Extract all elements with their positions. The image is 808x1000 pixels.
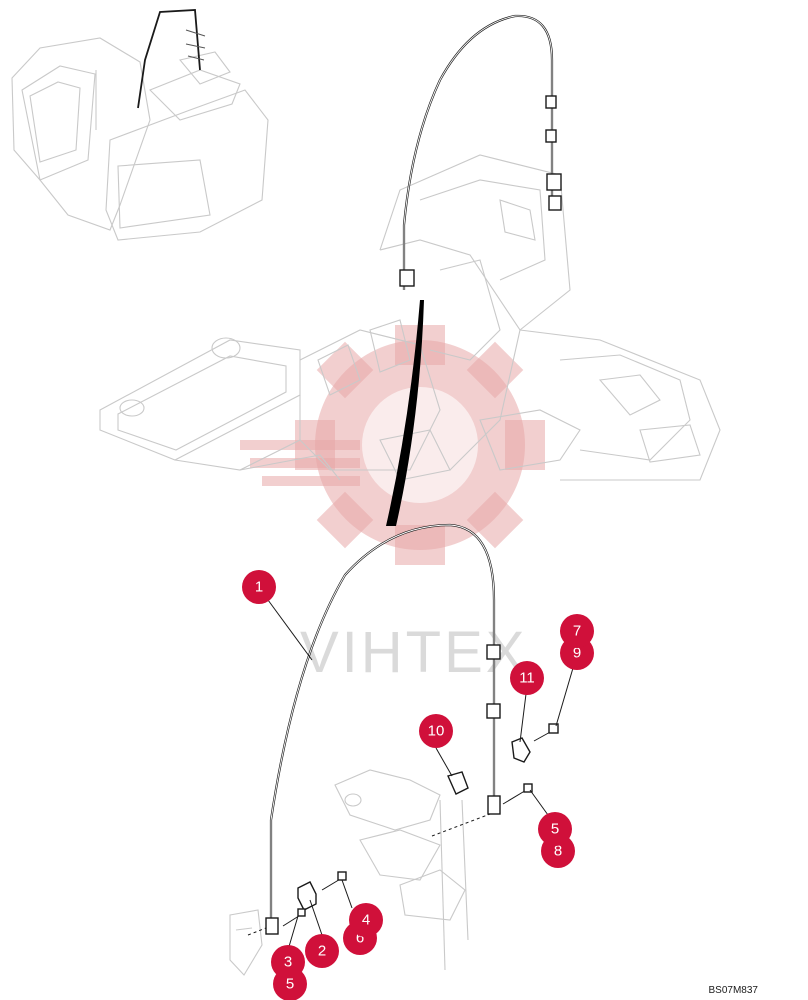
clamp-10 (447, 771, 469, 795)
svg-text:4: 4 (362, 912, 370, 929)
overview-machine-sketch (11, 9, 269, 241)
mount-bracket-sketch (229, 769, 469, 976)
view-connector-line (386, 300, 424, 526)
bolt-3 (282, 908, 306, 927)
callout-10: 10 (419, 714, 453, 748)
callout-2: 2 (305, 934, 339, 968)
watermark-logo (240, 325, 545, 565)
svg-text:7: 7 (573, 623, 581, 640)
drawing-code: BS07M837 (708, 985, 758, 996)
leader-lines (267, 599, 574, 951)
machine-frame-sketch (99, 154, 721, 481)
svg-text:2: 2 (318, 943, 326, 960)
callout-5: 5 (273, 967, 307, 1000)
svg-text:5: 5 (286, 976, 294, 993)
svg-text:3: 3 (284, 954, 292, 971)
callout-4: 4 (349, 903, 383, 937)
installed-handrail (399, 14, 562, 290)
bolt-7 (533, 723, 559, 742)
clamp-2 (297, 881, 317, 911)
callout-7: 7 (560, 614, 594, 648)
clamp-11 (511, 737, 531, 763)
assembly-line (247, 927, 267, 936)
assembly-line (431, 813, 491, 837)
svg-text:11: 11 (519, 670, 535, 687)
svg-text:5: 5 (551, 821, 559, 838)
callout-1: 1 (242, 570, 276, 604)
callout-5: 5 (538, 812, 572, 846)
svg-text:1: 1 (255, 579, 263, 596)
bolt-5 (502, 783, 533, 805)
svg-text:8: 8 (554, 843, 562, 860)
callout-11: 11 (510, 661, 544, 695)
svg-text:6: 6 (356, 930, 364, 947)
svg-text:10: 10 (428, 723, 445, 740)
handrail-part (265, 523, 501, 935)
svg-text:9: 9 (573, 645, 581, 662)
